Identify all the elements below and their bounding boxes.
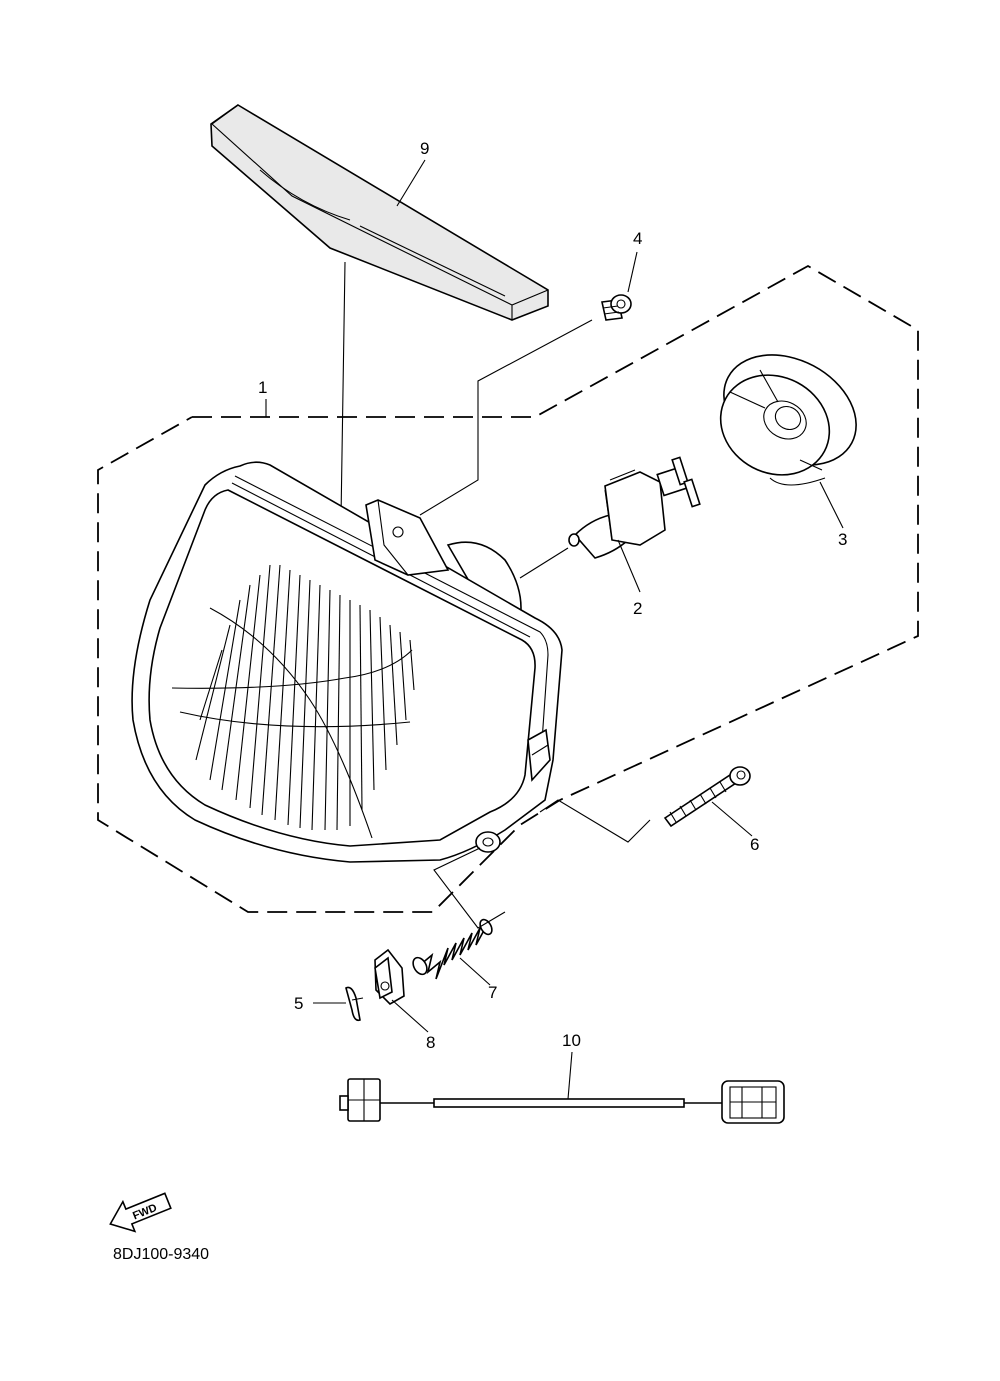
assembly-boundary-outer [97,264,919,913]
part-1-headlight [131,461,563,863]
part-7-spring [412,918,493,980]
drawing-number: 8DJ100-9340 [113,1246,209,1263]
part-5-clip [345,986,364,1022]
callout-3: 3 [838,530,847,549]
leader-4 [627,251,638,293]
callout-6: 6 [750,835,759,854]
callout-4: 4 [633,229,642,248]
callout-7: 7 [488,983,497,1002]
callout-9: 9 [420,139,429,158]
part-3-cover [719,354,857,486]
part-9-cover [210,104,549,321]
leader-10 [567,1051,573,1100]
leader-3 [819,481,844,529]
leader-path-6-mount [539,799,651,843]
part-10-harness [339,1078,785,1124]
callout-10: 10 [562,1031,581,1050]
callout-5: 5 [294,994,303,1013]
part-2-bulb [568,456,701,559]
fwd-arrow-icon: FWD [109,1192,172,1233]
leader-8 [391,999,429,1033]
leader-path-4-mount [419,319,593,516]
leader-7 [459,957,491,986]
leader-2 [617,539,641,593]
part-6-bolt [663,766,751,828]
leader-9 [396,159,426,207]
lens-hatching [171,564,415,839]
callout-8: 8 [426,1033,435,1052]
leader-path-7-mount [433,847,506,929]
leader-6 [711,801,753,837]
part-8-nut [374,948,405,1005]
callout-2: 2 [633,599,642,618]
leader-2-axis [519,547,569,579]
part-4-screw [601,294,632,321]
callout-1: 1 [258,378,267,397]
